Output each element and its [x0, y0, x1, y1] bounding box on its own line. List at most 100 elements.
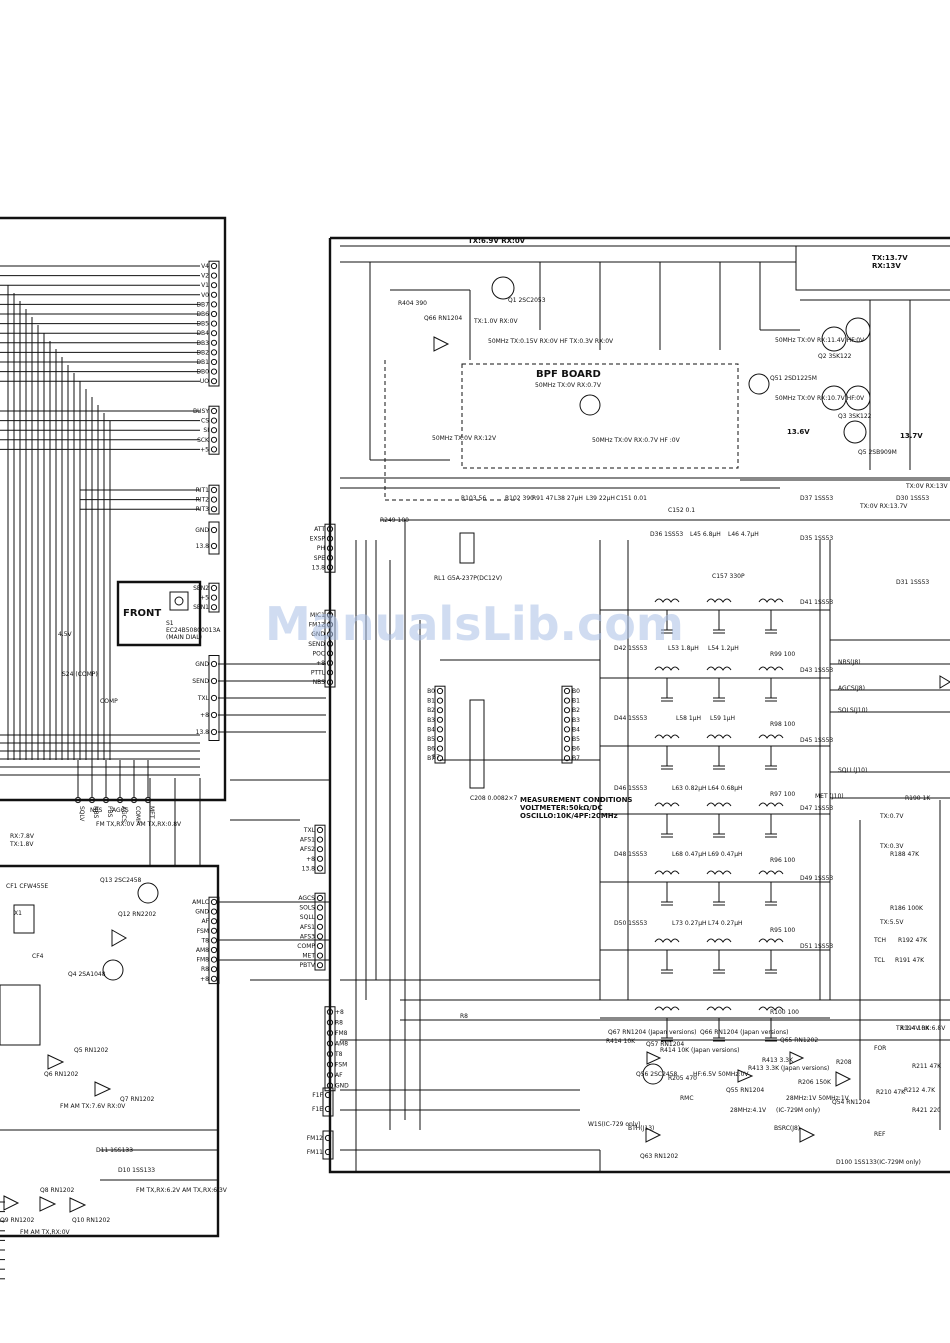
vn-fm-am-tx3: FM AM TX:7.6V RX:0V — [60, 1103, 126, 1110]
transistor-symbols — [102, 276, 871, 1085]
connector-pin-label: COMP — [297, 943, 315, 950]
connector-pin — [210, 496, 218, 503]
ic-box-left — [0, 984, 41, 1046]
front-part-label: EC24B50800013A — [166, 627, 221, 634]
vn-tx07: TX:0.7V — [879, 813, 904, 820]
measurement-line2: OSCILLO:10K/4PF:20MHz — [520, 812, 618, 820]
connector-pin — [316, 914, 324, 921]
amp-q12-symbol — [111, 929, 128, 947]
connector-pin — [210, 301, 218, 308]
r8-label: R8 — [460, 1013, 468, 1020]
connector-pin — [210, 417, 218, 424]
inductor-symbol — [758, 938, 784, 943]
connector-pin-label: EXSP — [310, 536, 326, 543]
connector-pin — [436, 687, 444, 695]
connector-pin — [144, 796, 152, 804]
connector-pin-label: SI — [203, 427, 209, 434]
connector-pin-label: 13.8 — [196, 543, 210, 550]
l39-label: L39 22μH — [586, 495, 615, 502]
connector-pin-label: COMP — [134, 806, 141, 824]
connector-pin — [324, 1105, 332, 1113]
volt-137-note: 13.7V — [900, 432, 923, 440]
connector-pin-label: B2 — [427, 707, 435, 714]
connector-pin-label: V1 — [201, 282, 209, 289]
connector-pin-label: FM12 — [307, 1135, 323, 1142]
connector-pin-label: RIT3 — [196, 506, 210, 513]
connector-pin — [326, 1061, 334, 1068]
connector-pin-label: B4 — [427, 726, 435, 733]
r186-label: R186 100K — [890, 905, 924, 912]
d50-label: D50 1SS53 — [614, 920, 647, 927]
l54-label: L54 1.2μH — [708, 645, 739, 652]
connector-pin-label: SOLS — [299, 905, 315, 912]
connector-pin-label: SPE — [314, 555, 325, 562]
connector-pin — [563, 707, 571, 714]
vn-left-tx: TX:1.8V — [9, 841, 34, 848]
connector-pin — [563, 745, 571, 752]
connector-pin — [210, 330, 218, 337]
connector-pin — [326, 650, 334, 657]
connector-pin-label: B1 — [427, 698, 435, 705]
r414-label: R414 10K — [606, 1038, 636, 1045]
q56-label: Q56 2SC2458 — [636, 1071, 678, 1078]
connector-pin — [436, 716, 444, 723]
connector-pin — [210, 604, 218, 611]
connector-pin-label: AFS2 — [300, 846, 315, 853]
connector-pin-label: FSM — [197, 928, 209, 935]
connector-pin-label: +8 — [200, 712, 209, 719]
vn-q5-tx: TX:0V RX:13.7V — [859, 503, 908, 510]
vn-fm-am-tx: FM TX,RX:0V AM TX,RX:0.8V — [96, 821, 182, 828]
connector-pin — [210, 594, 218, 601]
l58-label: L58 1μH — [676, 715, 701, 722]
r190-label: R190 1K — [905, 795, 931, 802]
vn-fm-am-tx2: FM TX,RX:6.2V AM TX,RX:6.3V — [136, 1187, 228, 1194]
vn-q55: 28MHz:1V 50MHz:1V — [786, 1095, 850, 1102]
r103-label: R103 56 — [461, 495, 486, 502]
q9-label: Q9 RN1202 — [0, 1217, 35, 1224]
watermark: ManualsLib.com — [265, 597, 684, 651]
r102-label: R102 390 — [505, 495, 534, 502]
s24-label: S24 (COMP) — [62, 671, 98, 678]
inductor-symbol — [758, 1006, 784, 1011]
d30-label: D30 1SS53 — [896, 495, 929, 502]
amp-q54-symbol — [835, 1071, 852, 1087]
nbs-left-label: NBS — [90, 807, 102, 814]
measurement-title: MEASUREMENT CONDITIONS — [520, 796, 632, 804]
connector-pin — [436, 735, 444, 743]
r212-label: R212 4.7K — [904, 1087, 936, 1094]
connector-pin-label: V2 — [201, 273, 209, 280]
d41-label: D41 1SS53 — [800, 599, 833, 606]
sqll-j10-label: SQLL(J10) — [838, 767, 867, 774]
l69-label: L69 0.47μH — [708, 851, 743, 858]
amp-q8-symbol — [39, 1196, 57, 1212]
connector-pin — [316, 826, 324, 834]
q12-label: Q12 RN2202 — [118, 911, 156, 918]
connector-pin-label: SCK — [197, 437, 210, 444]
connector-pin — [210, 975, 218, 982]
x1-label: X1 — [14, 910, 22, 917]
connector-pin — [210, 660, 218, 668]
vn-tx55: TX:5.5V — [879, 919, 904, 926]
vn-q3-50: 50MHz TX:0V RX:11.4V HF:0V — [775, 337, 865, 344]
connector-pin — [316, 855, 324, 862]
inductor-symbol — [654, 802, 680, 807]
met-j10-label: MET (J10) — [815, 793, 844, 800]
d36-label: D36 1SS53 — [650, 531, 683, 538]
vn-bpf-hf: 50MHz TX:0V RX:12V — [432, 435, 497, 442]
connector-pin — [210, 542, 218, 550]
amp-q55-symbol — [737, 1069, 754, 1083]
d100-label: D100 1SS133(IC-729M only) — [836, 1159, 921, 1166]
connector-pin-label: FM8 — [197, 957, 210, 964]
connector-pin — [210, 446, 218, 453]
connector-pin — [563, 735, 571, 743]
front-board-title: FRONT — [123, 608, 161, 619]
connector-pin-label: DB5 — [196, 321, 209, 328]
connector-pin-label: POC — [312, 650, 325, 657]
vn-q54: 28MHz:4.1V — [730, 1107, 767, 1114]
cf1-label: CF1 CFW455E — [6, 883, 48, 890]
connector-pin — [316, 894, 324, 902]
